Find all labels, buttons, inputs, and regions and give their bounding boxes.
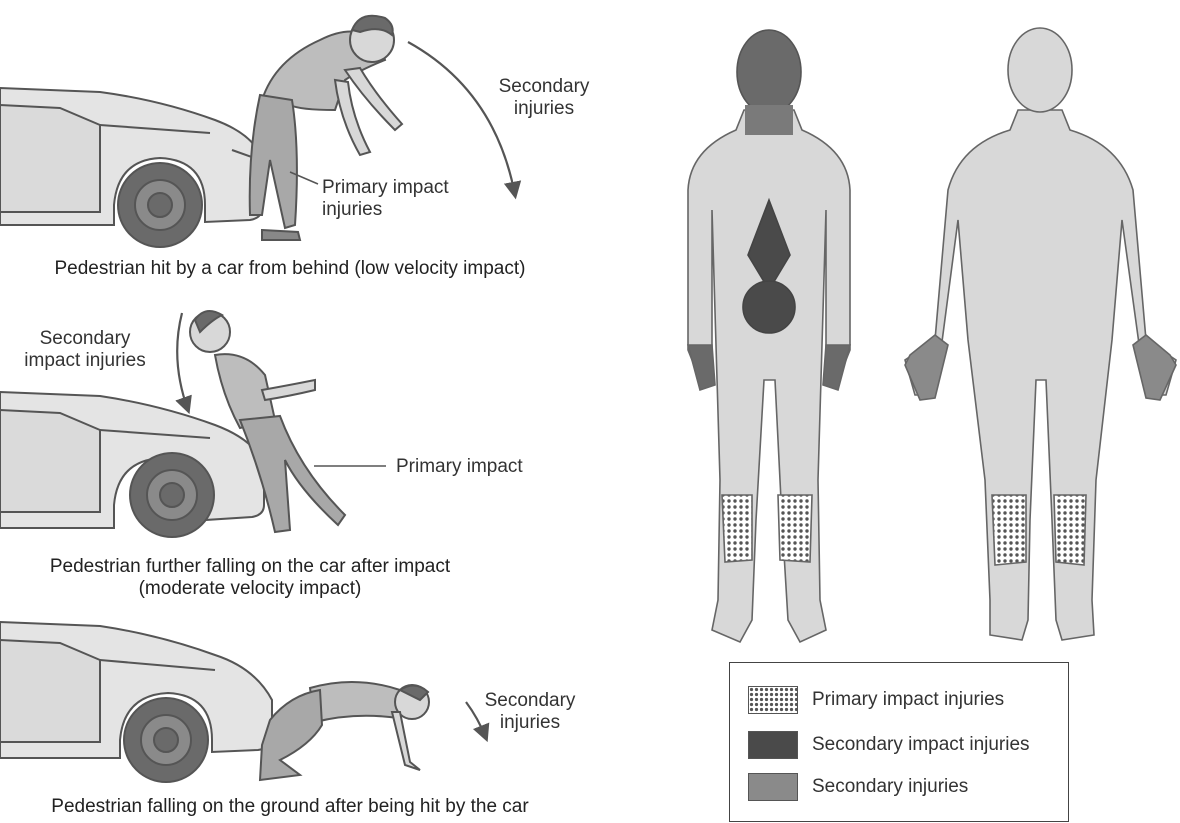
- caption-scene-3: Pedestrian falling on the ground after b…: [0, 796, 580, 818]
- arrow-secondary-2: [177, 313, 188, 410]
- car-2: [0, 392, 264, 537]
- caption-scene-1: Pedestrian hit by a car from behind (low…: [0, 258, 580, 280]
- legend-label-primary: Primary impact injuries: [812, 689, 1004, 711]
- label-primary-impact-2: Primary impact: [396, 456, 556, 478]
- body-back-view: [688, 30, 850, 642]
- legend-item-primary: Primary impact injuries: [748, 685, 1004, 715]
- legend-label-secondary-impact: Secondary impact injuries: [812, 734, 1030, 756]
- body-front-view: [905, 28, 1176, 640]
- label-secondary-impact-injuries-2: Secondary impact injuries: [0, 328, 170, 372]
- caption-scene-2: Pedestrian further falling on the car af…: [0, 556, 500, 600]
- car-3: [0, 622, 272, 782]
- pedestrian-3: [260, 682, 429, 780]
- label-secondary-injuries-1: Secondary injuries: [484, 76, 604, 120]
- label-secondary-injuries-3: Secondary injuries: [470, 690, 590, 734]
- legend-swatch-dark: [748, 731, 798, 759]
- legend-swatch-mid: [748, 773, 798, 801]
- legend-label-secondary: Secondary injuries: [812, 776, 968, 798]
- legend-item-secondary: Secondary injuries: [748, 772, 968, 802]
- legend-swatch-dots: [748, 686, 798, 714]
- label-primary-impact-injuries-1: Primary impact injuries: [322, 177, 482, 221]
- car-1: [0, 88, 262, 247]
- legend-box: Primary impact injuries Secondary impact…: [729, 662, 1069, 822]
- legend-item-secondary-impact: Secondary impact injuries: [748, 730, 1030, 760]
